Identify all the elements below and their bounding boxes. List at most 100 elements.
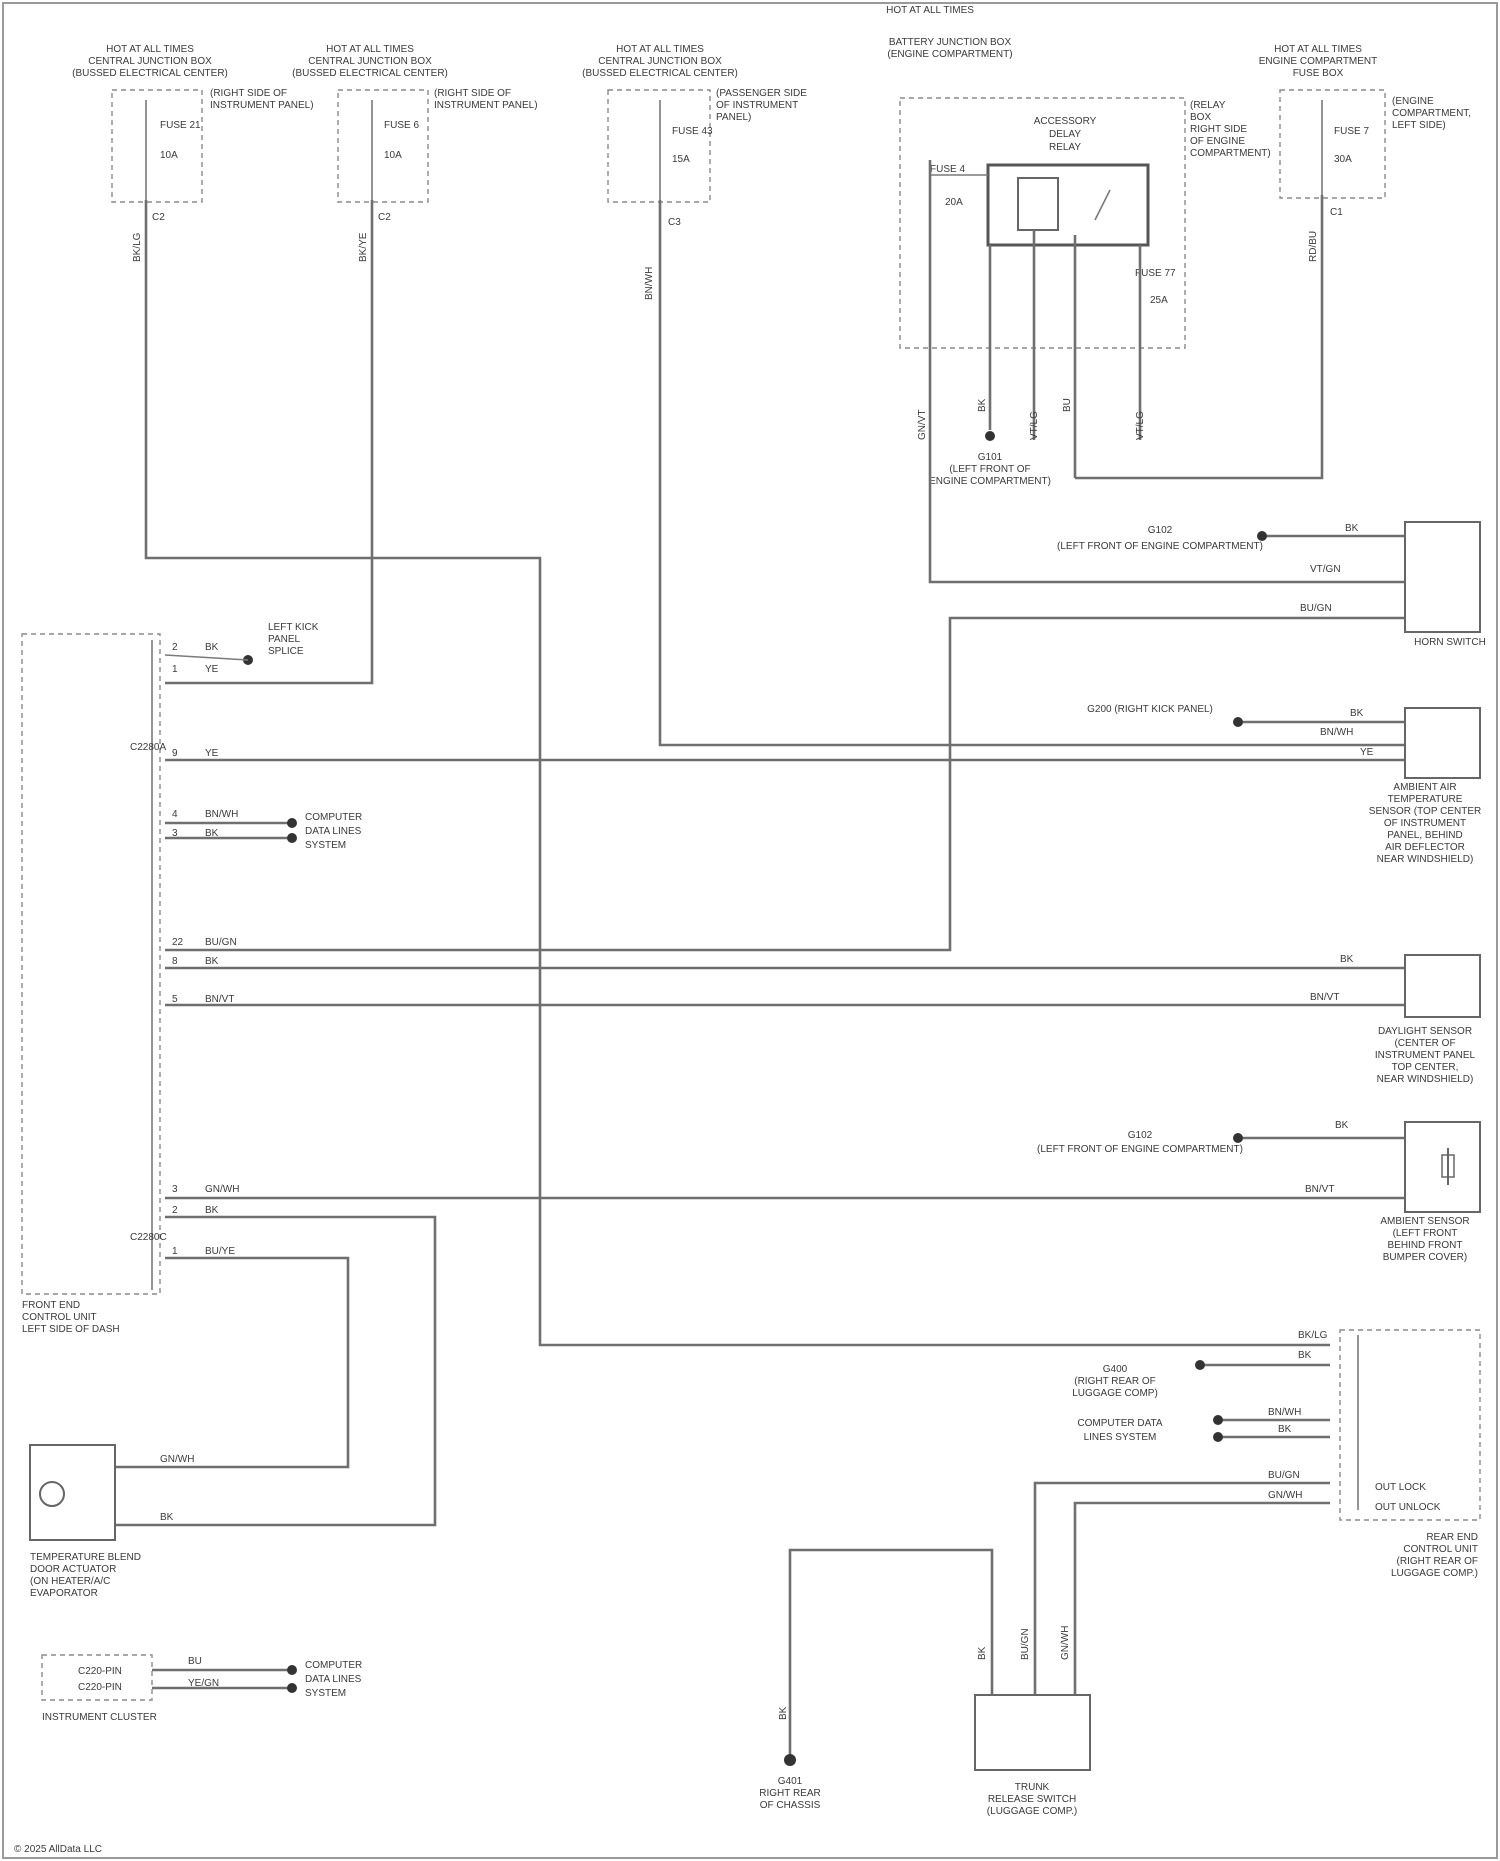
- fuse-box-2-title-2: CENTRAL JUNCTION BOX: [308, 56, 432, 67]
- fuse-box-2-loc-1: (RIGHT SIDE OF: [434, 88, 511, 99]
- relay-box: BATTERY JUNCTION BOX (ENGINE COMPARTMENT…: [887, 37, 1270, 487]
- fuse-box-4-title-2: ENGINE COMPARTMENT: [1259, 56, 1378, 67]
- instrument-cluster-outline: [42, 1655, 152, 1700]
- gem-data-3: SYSTEM: [305, 840, 346, 851]
- fuse-box-4-wire: RD/BU: [1308, 231, 1319, 262]
- fuse-box-1-pin: C2: [152, 212, 165, 223]
- ambient-label-3: SENSOR (TOP CENTER: [1369, 806, 1481, 817]
- rear-label-3: (RIGHT REAR OF: [1397, 1556, 1478, 1567]
- fuse-box-3-pin: C3: [668, 217, 681, 228]
- fuse-box-3-outline: [608, 90, 710, 202]
- ambient-label-5: PANEL, BEHIND: [1387, 830, 1462, 841]
- relay-box-outline: [900, 98, 1185, 348]
- wire-network: [115, 195, 1405, 1766]
- cluster-pin-1: C220-PIN: [78, 1666, 122, 1677]
- relay-wire-4: BU: [1062, 398, 1073, 412]
- relay-note-2: BOX: [1190, 112, 1211, 123]
- daylight-label-3: INSTRUMENT PANEL: [1375, 1050, 1476, 1061]
- relay-note-3: RIGHT SIDE: [1190, 124, 1247, 135]
- relay-ground-3: ENGINE COMPARTMENT): [929, 476, 1051, 487]
- gem-data-2: DATA LINES: [305, 826, 362, 837]
- rear-splice-2: (RIGHT REAR OF: [1074, 1376, 1155, 1387]
- temp-wire-2: BN/VT: [1305, 1184, 1334, 1195]
- trunk-label-2: RELEASE SWITCH: [988, 1794, 1076, 1805]
- fuse-box-2-pin: C2: [378, 212, 391, 223]
- temp-ground-2: (LEFT FRONT OF ENGINE COMPARTMENT): [1037, 1144, 1243, 1155]
- blend-wire-1: GN/WH: [160, 1454, 194, 1465]
- gem-wire-6: BU/GN: [205, 937, 237, 948]
- trunk-ground-2: RIGHT REAR: [759, 1788, 821, 1799]
- temp-ground-1: G102: [1128, 1130, 1153, 1141]
- diagram-frame: [3, 3, 1497, 1858]
- fuse-box-2-outline: [338, 90, 428, 202]
- rear-term-1: OUT LOCK: [1375, 1482, 1426, 1493]
- gem-splice-3: SPLICE: [268, 646, 304, 657]
- gem-wire-3: YE: [205, 748, 219, 759]
- gem-pin-8: 5: [172, 994, 178, 1005]
- page-footer: © 2025 AllData LLC: [14, 1844, 102, 1855]
- temp-label-4: BUMPER COVER): [1383, 1252, 1467, 1263]
- cluster-pin-2: C220-PIN: [78, 1682, 122, 1693]
- rear-label-4: LUGGAGE COMP.): [1391, 1568, 1478, 1579]
- horn-wire-2: VT/GN: [1310, 564, 1341, 575]
- gem-wire-4: BN/WH: [205, 809, 238, 820]
- gem-outline: [22, 634, 160, 1294]
- trunk-wire-2: BU/GN: [1020, 1628, 1031, 1660]
- gem-wire-8: BN/VT: [205, 994, 234, 1005]
- rear-wire-5: BU/GN: [1268, 1470, 1300, 1481]
- fuse-box-3: HOT AT ALL TIMES CENTRAL JUNCTION BOX (B…: [582, 44, 807, 300]
- ambient-wire-1: BK: [1350, 708, 1364, 719]
- gem-pin-6: 22: [172, 937, 184, 948]
- fuse-box-1-wire: BK/LG: [132, 232, 143, 262]
- daylight-sensor-box: [1405, 955, 1480, 1017]
- fuse-box-3-loc-2: OF INSTRUMENT: [716, 100, 798, 111]
- rear-wire-3: BN/WH: [1268, 1407, 1301, 1418]
- gem-label-1: FRONT END: [22, 1300, 80, 1311]
- cluster-wire-2: YE/GN: [188, 1678, 219, 1689]
- gem-wire-2: YE: [205, 664, 219, 675]
- blend-label-3: (ON HEATER/A/C: [30, 1576, 110, 1587]
- relay-label-2: DELAY: [1049, 129, 1081, 140]
- fuse-box-3-amp: 15A: [672, 154, 690, 165]
- blend-label-2: DOOR ACTUATOR: [30, 1564, 116, 1575]
- fuse-box-3-title-3: (BUSSED ELECTRICAL CENTER): [582, 68, 738, 79]
- relay-ground-1: G101: [978, 452, 1003, 463]
- rear-wire-2: BK: [1298, 1350, 1312, 1361]
- trunk-label-3: (LUGGAGE COMP.): [987, 1806, 1077, 1817]
- horn-ground-2: (LEFT FRONT OF ENGINE COMPARTMENT): [1057, 541, 1263, 552]
- fuse-box-2-wire: BK/YE: [358, 232, 369, 262]
- fuse-box-2-title-1: HOT AT ALL TIMES: [326, 44, 414, 55]
- daylight-wire-2: BN/VT: [1310, 992, 1339, 1003]
- ambient-label-6: AIR DEFLECTOR: [1385, 842, 1465, 853]
- gem-wire-11: BU/YE: [205, 1246, 235, 1257]
- rear-wire-6: GN/WH: [1268, 1490, 1302, 1501]
- fuse-box-4-outline: [1280, 90, 1385, 198]
- relay-box-title-2: (ENGINE COMPARTMENT): [887, 49, 1012, 60]
- daylight-label-1: DAYLIGHT SENSOR: [1378, 1026, 1472, 1037]
- fuse-box-4-amp: 30A: [1334, 154, 1352, 165]
- fuse-box-2-fuse: FUSE 6: [384, 120, 419, 131]
- fuse-box-4-title-3: FUSE BOX: [1293, 68, 1344, 79]
- fuse-box-4-pin: C1: [1330, 207, 1343, 218]
- fuse-box-2: HOT AT ALL TIMES CENTRAL JUNCTION BOX (B…: [292, 44, 537, 262]
- rear-wire-4: BK: [1278, 1424, 1292, 1435]
- fuse-box-1-loc-2: INSTRUMENT PANEL): [210, 100, 314, 111]
- relay-label-1: ACCESSORY: [1034, 116, 1097, 127]
- ambient-wire-3: YE: [1360, 747, 1374, 758]
- rear-splice-1: G400: [1103, 1364, 1128, 1375]
- blend-label-4: EVAPORATOR: [30, 1588, 98, 1599]
- fuse-box-1-loc-1: (RIGHT SIDE OF: [210, 88, 287, 99]
- relay-note-5: COMPARTMENT): [1190, 148, 1271, 159]
- trunk-ground-3: OF CHASSIS: [760, 1800, 821, 1811]
- rear-data-1: COMPUTER DATA: [1077, 1418, 1163, 1429]
- fuse-box-2-title-3: (BUSSED ELECTRICAL CENTER): [292, 68, 448, 79]
- gem-wire-5: BK: [205, 828, 219, 839]
- rear-splice-3: LUGGAGE COMP): [1072, 1388, 1158, 1399]
- fuse-box-4-loc-1: (ENGINE: [1392, 96, 1434, 107]
- fuse-box-1-title-1: HOT AT ALL TIMES: [106, 44, 194, 55]
- fuse-box-3-fuse: FUSE 43: [672, 126, 713, 137]
- rear-wire-1: BK/LG: [1298, 1330, 1328, 1341]
- relay-note-1: (RELAY: [1190, 100, 1226, 111]
- gem-pin-5: 3: [172, 828, 178, 839]
- relay-coil: [1018, 178, 1058, 230]
